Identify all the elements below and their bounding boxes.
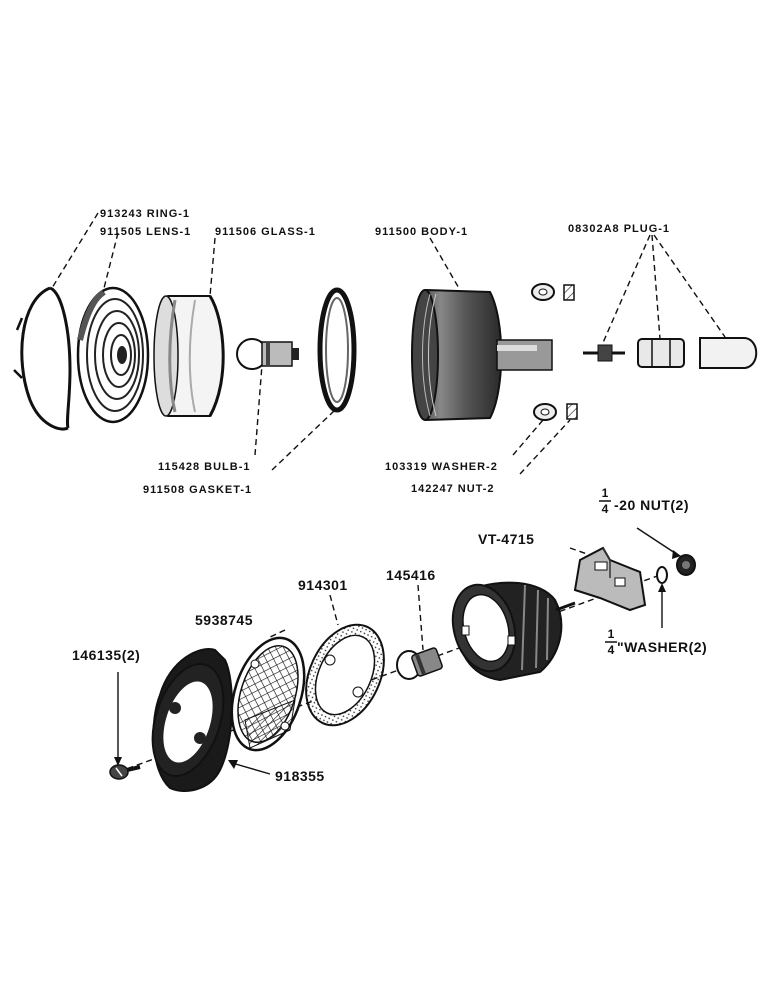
plug-sleeve xyxy=(637,338,685,368)
upper-washer-bottom xyxy=(533,403,557,421)
label-washer-fraction: 1 4 xyxy=(605,627,617,657)
label-plug: 08302A8 PLUG-1 xyxy=(568,223,670,235)
label-nut-fraction: 1 4 xyxy=(599,486,611,516)
label-upper-bulb: 115428 BULB-1 xyxy=(158,461,251,473)
assembly-centerline xyxy=(117,574,661,773)
upper-bulb xyxy=(236,338,299,370)
lower-leader-lines xyxy=(114,527,681,775)
label-upper-gasket: 911508 GASKET-1 xyxy=(143,484,252,496)
label-lower-washer: "WASHER(2) xyxy=(617,639,707,655)
label-lower-nut: -20 NUT(2) xyxy=(614,497,689,513)
lower-bulb xyxy=(396,647,443,680)
label-lower-bulb: 145416 xyxy=(386,567,436,583)
concentric-lens xyxy=(76,286,150,424)
label-rim: 918355 xyxy=(275,768,325,784)
label-nut-fraction-num: 1 xyxy=(602,486,609,500)
label-lower-gasket: 914301 xyxy=(298,577,348,593)
retaining-ring xyxy=(13,286,72,431)
glass-cylinder xyxy=(153,295,225,417)
lamp-housing xyxy=(451,581,576,682)
upper-nut-top xyxy=(563,284,575,301)
lower-nut xyxy=(676,554,696,576)
label-screw: 146135(2) xyxy=(72,647,140,663)
outer-rim xyxy=(151,648,233,792)
upper-nut-bottom xyxy=(566,403,578,420)
upper-leader-lines xyxy=(51,212,726,475)
label-body: 911500 BODY-1 xyxy=(375,226,468,238)
lower-gasket xyxy=(305,623,385,727)
label-glass: 911506 GLASS-1 xyxy=(215,226,316,238)
upper-washer-top xyxy=(531,283,555,301)
label-nut-fraction-den: 4 xyxy=(602,502,609,516)
label-upper-washer: 103319 WASHER-2 xyxy=(385,461,498,473)
label-upper-nut: 142247 NUT-2 xyxy=(411,483,495,495)
screw xyxy=(109,764,141,780)
label-bracket: VT-4715 xyxy=(478,531,534,547)
grid-lens xyxy=(230,636,306,752)
label-lower-lens: 5938745 xyxy=(195,612,253,628)
label-washer-fraction-den: 4 xyxy=(608,643,615,657)
plug-cap xyxy=(699,337,758,369)
lower-washer xyxy=(656,566,668,584)
label-lens: 911505 LENS-1 xyxy=(100,226,191,238)
label-ring: 913243 RING-1 xyxy=(100,208,190,220)
plug-pin xyxy=(583,344,625,362)
lamp-body xyxy=(411,288,553,422)
upper-gasket xyxy=(317,287,357,413)
mounting-bracket xyxy=(573,546,647,612)
label-washer-fraction-num: 1 xyxy=(608,627,615,641)
